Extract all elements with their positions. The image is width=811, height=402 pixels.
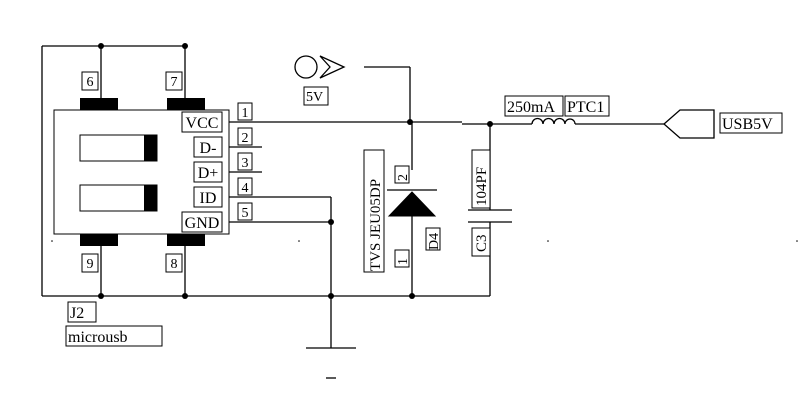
cap-ref: C3 — [474, 234, 490, 252]
pin-names: VCC D- D+ ID GND — [181, 111, 223, 233]
fuse-ref: PTC1 — [567, 99, 604, 116]
ground-symbol — [306, 347, 356, 379]
shell-pin-9: 9 — [87, 257, 94, 272]
tvs-pin-1: 1 — [396, 258, 411, 265]
shell-frame — [41, 45, 490, 297]
pin-name-dplus: D+ — [198, 165, 219, 182]
connector-slots — [79, 134, 158, 212]
shell-pin-labels: 6 7 9 8 — [81, 71, 183, 273]
port-label: USB5V — [722, 116, 773, 133]
component-value: microusb — [68, 329, 128, 346]
pin-number-1: 1 — [242, 106, 249, 121]
tvs-diode: TVS JEU05DP D4 2 1 — [363, 149, 442, 273]
connector-shell-tabs — [80, 98, 205, 246]
shell-pin-7: 7 — [171, 75, 178, 90]
pin-number-4: 4 — [242, 181, 249, 196]
tvs-ref: D4 — [427, 233, 442, 250]
pin-name-id: ID — [200, 190, 217, 207]
component-ref: J2 — [70, 305, 84, 322]
tvs-value: TVS JEU05DP — [368, 179, 384, 271]
pin-name-dminus: D- — [200, 140, 217, 157]
ptc-fuse: 250mA PTC1 — [504, 95, 610, 125]
shell-pin-6: 6 — [87, 75, 94, 90]
port-usb5v: USB5V — [663, 109, 783, 139]
capacitor-c3: 104PF C3 — [468, 149, 512, 257]
power-label: 5V — [306, 90, 323, 105]
tvs-pin-2: 2 — [396, 174, 411, 181]
shell-pin-8: 8 — [171, 257, 178, 272]
power-flag-5v: 5V — [294, 55, 346, 106]
pin-name-vcc: VCC — [186, 115, 219, 132]
grid-dots — [51, 240, 798, 242]
pin-name-gnd: GND — [185, 215, 220, 232]
pin-number-2: 2 — [242, 131, 249, 146]
pin-number-5: 5 — [242, 206, 249, 221]
pin-leads: 1 2 3 4 5 — [229, 102, 262, 223]
fuse-value: 250mA — [507, 99, 555, 116]
cap-value: 104PF — [474, 167, 490, 206]
pin-number-3: 3 — [242, 156, 249, 171]
gnd-net — [98, 43, 491, 348]
